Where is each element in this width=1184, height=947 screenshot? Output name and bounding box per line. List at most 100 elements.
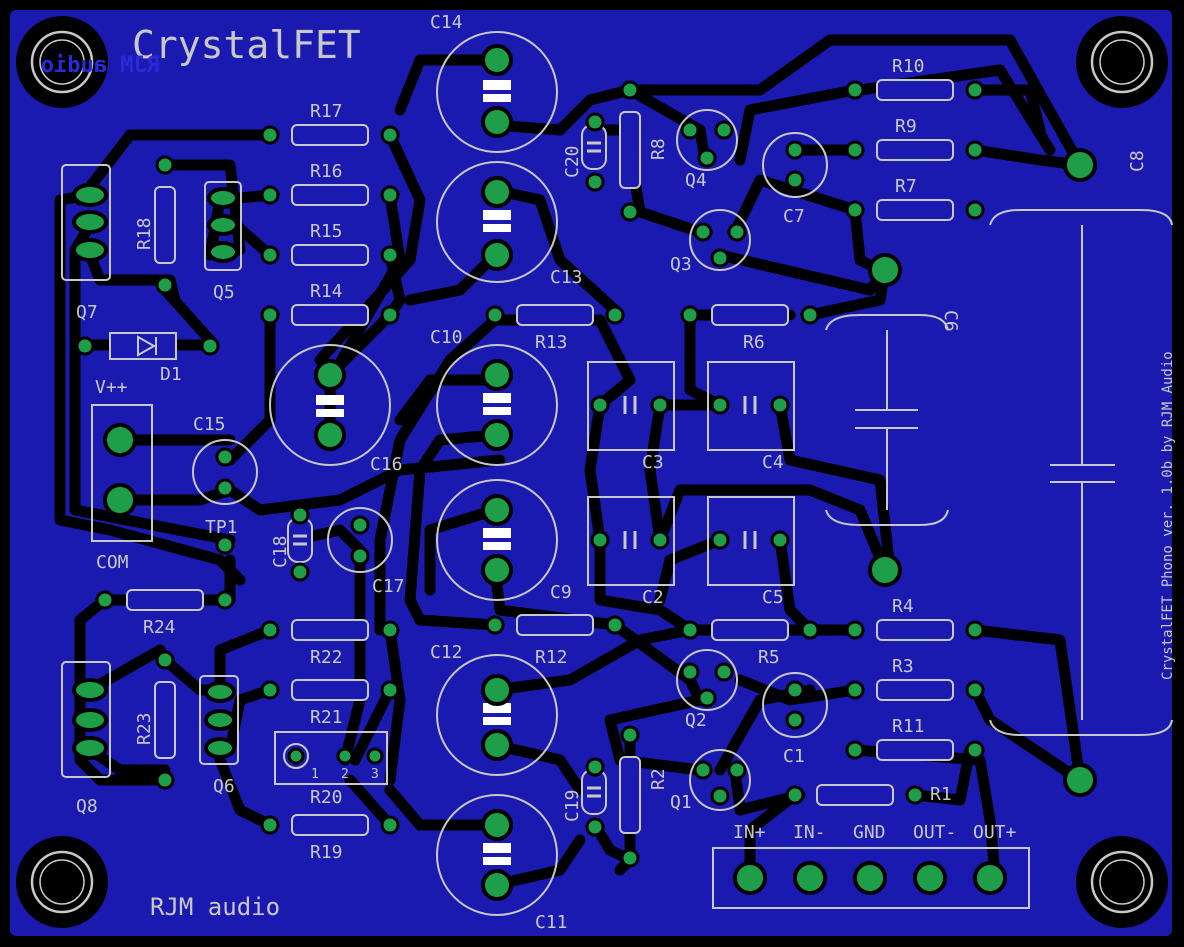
label-r2: R2 [648, 768, 669, 790]
c9-outline [436, 479, 558, 601]
q8-outline [61, 661, 111, 778]
board-title: CrystalFET [132, 23, 361, 67]
r4-body [876, 619, 954, 641]
r2-body [619, 756, 641, 834]
label-com: COM [96, 552, 129, 573]
label-r1: R1 [930, 784, 952, 805]
label-r15: R15 [310, 221, 343, 242]
io-connector-outline [712, 847, 1030, 909]
label-c17: C17 [372, 576, 405, 597]
label-r18: R18 [134, 217, 155, 250]
connector-in-minus: IN- [793, 822, 826, 843]
connector-gnd: GND [853, 822, 886, 843]
q2-outline [676, 649, 738, 711]
q6-outline [199, 675, 239, 765]
r20-trimmer-outline [274, 731, 388, 785]
r16-body [291, 184, 369, 206]
r9-body [876, 139, 954, 161]
power-header-outline [91, 404, 153, 542]
label-c6: C6 [940, 310, 961, 332]
label-c12: C12 [430, 642, 463, 663]
r11-body [876, 739, 954, 761]
label-q2: Q2 [685, 710, 707, 731]
connector-in-plus: IN+ [733, 822, 766, 843]
label-c13: C13 [550, 267, 583, 288]
r19-body [291, 814, 369, 836]
label-c14: C14 [430, 12, 463, 33]
c7-outline [762, 132, 828, 198]
label-r13: R13 [535, 332, 568, 353]
mounting-hole-bottom-right [1076, 836, 1168, 928]
label-r9: R9 [895, 116, 917, 137]
c5-outline [707, 496, 795, 586]
label-r6: R6 [743, 332, 765, 353]
label-q7: Q7 [76, 302, 98, 323]
label-r10: R10 [892, 56, 925, 77]
label-c4: C4 [762, 452, 784, 473]
q4-outline [676, 109, 738, 171]
label-q5: Q5 [213, 282, 235, 303]
silkscreen [61, 31, 1173, 916]
d1-body [109, 332, 177, 360]
c10-outline [436, 344, 558, 466]
polarity-marks [316, 80, 511, 865]
c16-outline [269, 344, 391, 466]
c20-body [581, 124, 607, 170]
r10-body [876, 79, 954, 101]
label-c2: C2 [642, 587, 664, 608]
label-c10: C10 [430, 327, 463, 348]
label-r19: R19 [310, 842, 343, 863]
pads [72, 44, 1097, 901]
small-pads [75, 80, 985, 868]
mounting-hole-bottom-left [16, 836, 108, 928]
r23-body [154, 681, 176, 759]
r20-wiper [283, 743, 309, 769]
c2-outline [587, 496, 675, 586]
label-q1: Q1 [670, 792, 692, 813]
label-c8: C8 [1127, 150, 1148, 172]
label-r5: R5 [758, 647, 780, 668]
r17-body [291, 124, 369, 146]
label-r11: R11 [892, 716, 925, 737]
label-q4: Q4 [685, 170, 707, 191]
label-r16: R16 [310, 161, 343, 182]
c18-body [287, 517, 313, 563]
c6-bracket [825, 314, 949, 331]
r15-body [291, 244, 369, 266]
label-r22: R22 [310, 647, 343, 668]
board-title-mirrored: RJM audio [41, 53, 160, 78]
version-text: CrystalFET Phono ver. 1.0b by RJM Audio [1160, 351, 1176, 680]
cap-symbols [293, 141, 757, 798]
label-c3: C3 [642, 452, 664, 473]
label-c16: C16 [370, 454, 403, 475]
label-r14: R14 [310, 281, 343, 302]
c15-outline [192, 439, 258, 505]
c13-outline [436, 161, 558, 283]
c1-outline [762, 672, 828, 738]
r24-body [126, 589, 204, 611]
label-c19: C19 [562, 789, 583, 822]
label-d1: D1 [160, 364, 182, 385]
label-c1: C1 [783, 746, 805, 767]
label-r3: R3 [892, 656, 914, 677]
c8-bracket-bottom [989, 719, 1173, 736]
label-r4: R4 [892, 596, 914, 617]
c19-body [581, 769, 607, 815]
r21-body [291, 679, 369, 701]
label-c15: C15 [193, 414, 226, 435]
r22-body [291, 619, 369, 641]
label-vpp: V++ [95, 377, 128, 398]
label-c9: C9 [550, 582, 572, 603]
c12-outline [436, 654, 558, 776]
label-c11: C11 [535, 912, 568, 933]
label-r7: R7 [895, 176, 917, 197]
mounting-hole-top-left [16, 16, 108, 108]
c14-outline [436, 31, 558, 153]
mounting-hole-top-right [1076, 16, 1168, 108]
label-r8: R8 [648, 138, 669, 160]
q3-outline [689, 209, 751, 271]
r13-body [516, 304, 594, 326]
r18-body [154, 186, 176, 264]
label-r12: R12 [535, 647, 568, 668]
